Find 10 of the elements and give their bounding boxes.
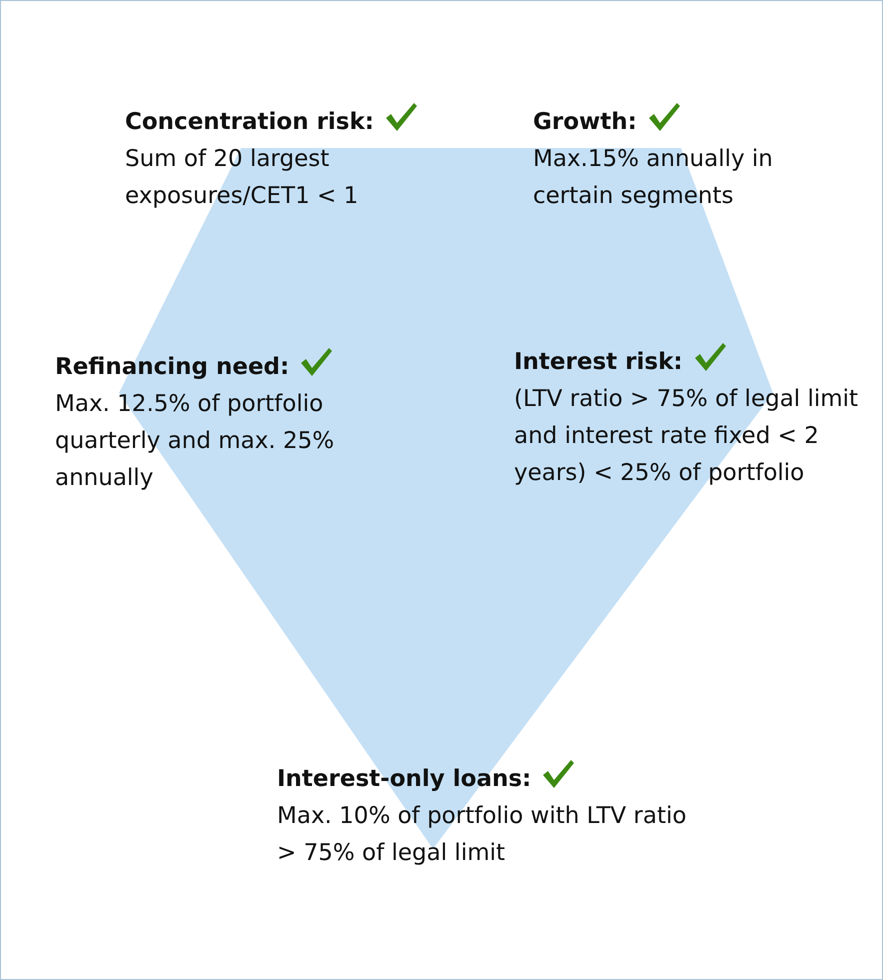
heading: Refinancing need: <box>55 354 290 380</box>
heading: Growth: <box>533 109 637 135</box>
description-text: (LTV ratio > 75% of legal limit and interest rate fixed < 2 years) < 25% of portfolio <box>514 385 860 488</box>
description-text: Max. 10% of portfolio with LTV ratio > 75% of legal limit <box>277 802 688 868</box>
description-text: Sum of 20 largest exposures/CET1 < 1 <box>125 145 360 211</box>
heading: Interest risk: <box>514 349 683 375</box>
heading: Concentration risk: <box>125 109 374 135</box>
heading: Interest-only loans: <box>277 766 532 792</box>
description-text: Max. 12.5% of portfolio quarterly and max. 25% annually <box>55 390 336 493</box>
description-text: Max.15% annually in certain segments <box>533 145 774 211</box>
